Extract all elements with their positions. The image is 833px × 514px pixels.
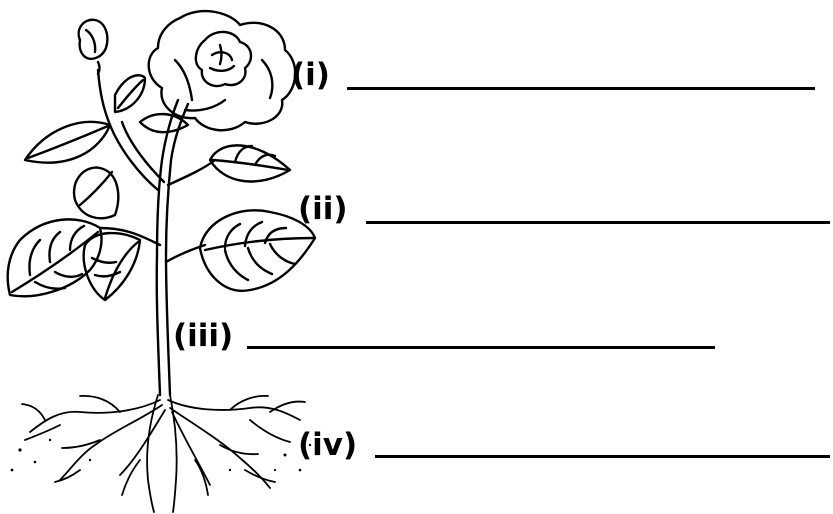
leaf-large-left (6, 218, 103, 298)
leaf-right-upper (208, 144, 292, 183)
flower-bud (77, 18, 109, 76)
label-marker-2: (ii) (298, 191, 348, 227)
label-marker-1: (i) (291, 57, 330, 93)
answer-blank-2[interactable] (366, 221, 830, 224)
soil-specks (10, 438, 312, 472)
leaf-small-upper (113, 74, 147, 114)
answer-blank-3[interactable] (247, 346, 715, 349)
leaf-mid-left (72, 166, 120, 220)
label-marker-4: (iv) (298, 427, 358, 463)
answer-blank-4[interactable] (375, 455, 830, 458)
flower (147, 9, 297, 132)
answer-blank-1[interactable] (347, 87, 815, 90)
leaf-sepal (138, 112, 190, 134)
leaf-lower-left (82, 231, 142, 302)
leaf-upper-left (23, 120, 112, 164)
leaf-large-right (198, 209, 317, 292)
label-marker-3: (iii) (173, 318, 234, 354)
flowering-plant-drawing (6, 9, 317, 513)
roots (21, 394, 306, 513)
